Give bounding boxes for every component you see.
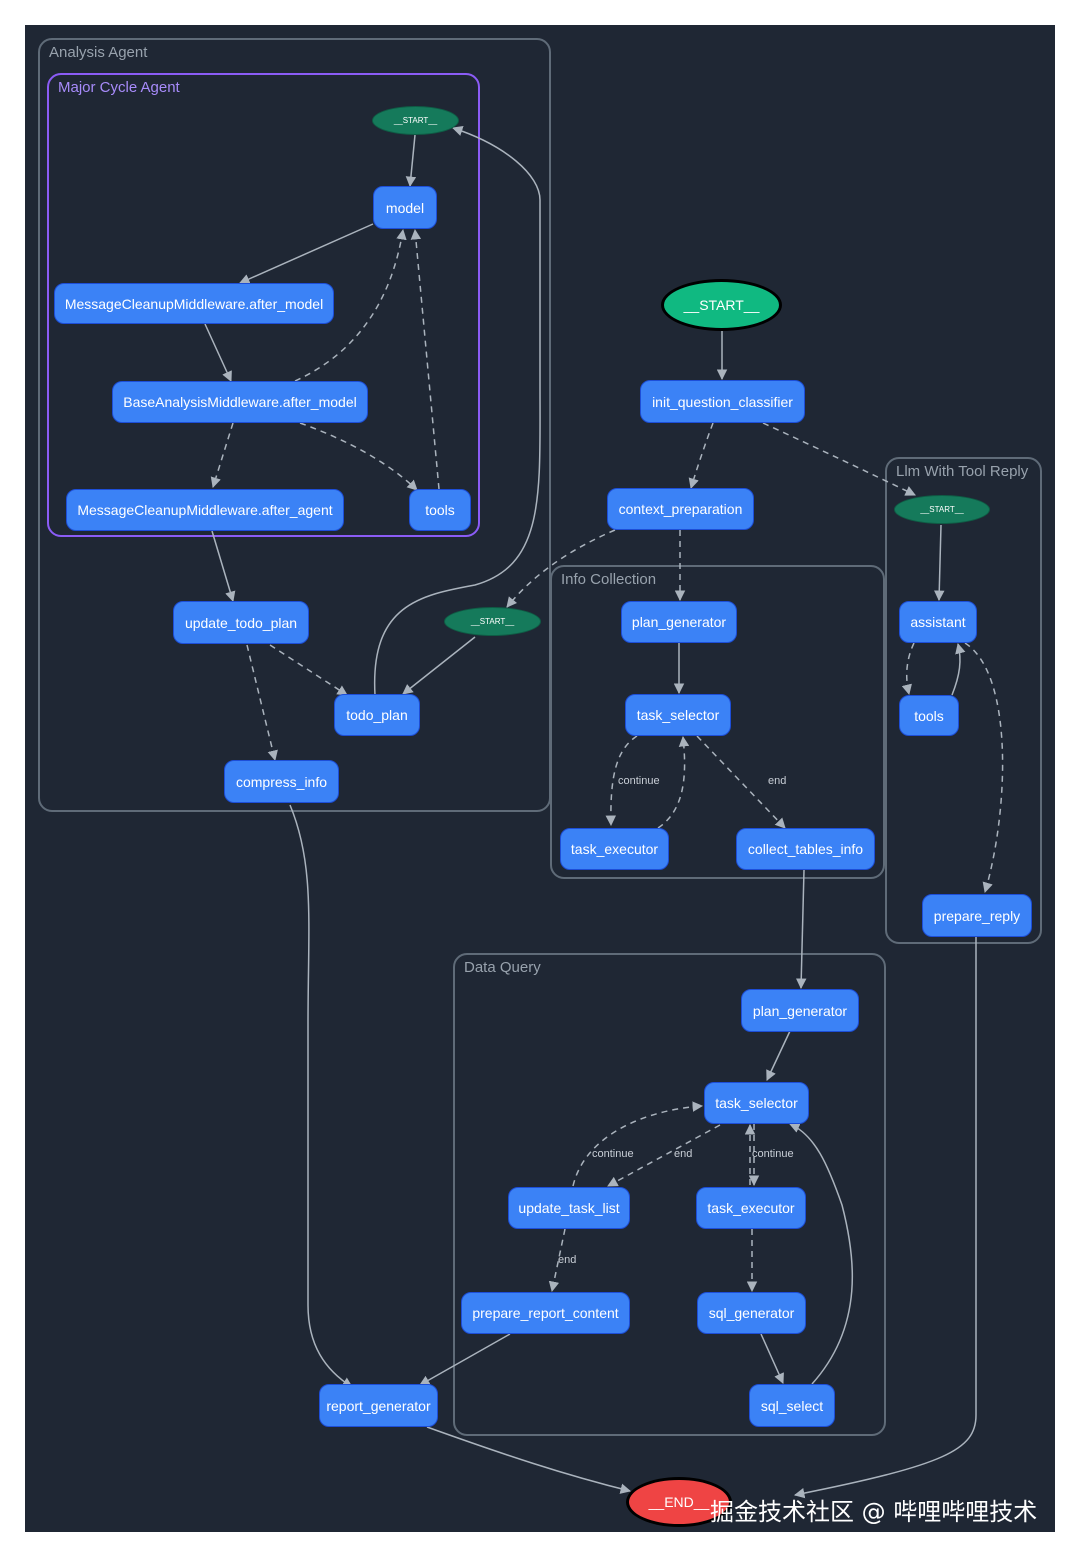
edge-label-dq-end-left: end xyxy=(674,1148,693,1160)
edge-executor-to-selector xyxy=(657,735,690,829)
edge-label-dq-continue-left: continue xyxy=(592,1148,634,1160)
graph-canvas: Analysis Agent Major Cycle Agent Llm Wit… xyxy=(25,25,1055,1532)
message-cleanup-after-agent-node[interactable]: MessageCleanupMiddleware.after_agent xyxy=(66,489,344,531)
model-node[interactable]: model xyxy=(373,186,437,229)
llm-tools-node[interactable]: tools xyxy=(899,695,959,736)
cluster-label: Major Cycle Agent xyxy=(58,79,180,96)
edge-base-to-after-agent xyxy=(210,422,234,489)
start-node[interactable]: __START__ xyxy=(661,279,782,331)
analysis-start-node[interactable]: __START__ xyxy=(444,607,541,636)
cluster-major-cycle-agent: Major Cycle Agent xyxy=(47,73,480,537)
end-node[interactable]: __END__ xyxy=(626,1477,732,1527)
assistant-node[interactable]: assistant xyxy=(899,601,977,643)
init-question-classifier-node[interactable]: init_question_classifier xyxy=(640,380,805,423)
cluster-analysis-agent: Analysis Agent xyxy=(38,38,551,812)
edge-after-agent-to-update xyxy=(211,530,236,603)
edge-context-to-analysis-start xyxy=(506,529,616,608)
major-cycle-start-node[interactable]: __START__ xyxy=(372,106,459,135)
edge-llm-start-to-assistant xyxy=(934,524,945,602)
dq-task-selector-node[interactable]: task_selector xyxy=(704,1082,809,1124)
llm-start-node[interactable]: __START__ xyxy=(894,495,990,524)
watermark-text: 掘金技术社区 @ 哔哩哔哩技术 xyxy=(710,1498,1038,1526)
edge-compress-to-report xyxy=(289,804,353,1388)
edge-analysis-start-to-todo xyxy=(402,636,476,695)
edge-select-to-selector xyxy=(789,1123,854,1385)
info-task-executor-node[interactable]: task_executor xyxy=(560,828,669,870)
todo-plan-node[interactable]: todo_plan xyxy=(334,694,420,736)
cluster-info-collection: Info Collection xyxy=(550,565,885,879)
edges-layer xyxy=(204,125,1004,1499)
base-analysis-after-model-node[interactable]: BaseAnalysisMiddleware.after_model xyxy=(112,381,368,423)
edge-label-dq-continue-right: continue xyxy=(752,1148,794,1160)
edge-model-to-cleanup xyxy=(239,223,374,284)
edge-label-info-end: end xyxy=(768,775,787,787)
dq-plan-generator-node[interactable]: plan_generator xyxy=(741,989,859,1032)
edge-init-to-llm-start xyxy=(762,422,916,496)
edge-collect-to-dq-plan xyxy=(795,869,807,990)
edge-reply-to-end xyxy=(793,937,977,1499)
sql-select-node[interactable]: sql_select xyxy=(749,1384,835,1427)
edge-init-to-context xyxy=(688,422,714,490)
edge-update-list-to-selector xyxy=(572,1101,704,1187)
prepare-report-content-node[interactable]: prepare_report_content xyxy=(461,1292,630,1334)
edge-label-info-continue: continue xyxy=(618,775,660,787)
edge-sql-generator-to-select xyxy=(760,1333,784,1384)
prepare-reply-node[interactable]: prepare_reply xyxy=(922,894,1032,937)
major-tools-node[interactable]: tools xyxy=(409,489,471,531)
report-generator-node[interactable]: report_generator xyxy=(319,1384,438,1427)
edge-cleanup-to-base xyxy=(204,323,232,382)
edge-base-to-tools xyxy=(299,422,418,491)
cluster-label: Analysis Agent xyxy=(49,44,148,61)
edge-todo-to-major-start xyxy=(373,125,541,696)
cluster-label: Llm With Tool Reply xyxy=(896,463,1029,480)
context-preparation-node[interactable]: context_preparation xyxy=(607,488,754,530)
update-todo-plan-node[interactable]: update_todo_plan xyxy=(173,601,309,644)
collect-tables-info-node[interactable]: collect_tables_info xyxy=(736,828,875,870)
edge-update-to-compress xyxy=(246,644,278,762)
compress-info-node[interactable]: compress_info xyxy=(224,760,339,803)
edge-label-dq-end-bottom: end xyxy=(558,1254,577,1266)
edge-dq-plan-to-selector xyxy=(766,1030,791,1081)
edge-assistant-to-reply xyxy=(964,642,1004,894)
message-cleanup-after-model-node[interactable]: MessageCleanupMiddleware.after_model xyxy=(54,283,334,324)
cluster-data-query: Data Query xyxy=(453,953,886,1436)
edge-prepare-to-report xyxy=(419,1333,511,1386)
sql-generator-node[interactable]: sql_generator xyxy=(697,1292,806,1334)
edge-assistant-to-tools xyxy=(901,642,915,696)
edge-tools-to-assistant xyxy=(951,642,966,696)
edge-update-to-todo xyxy=(269,644,348,696)
edge-base-to-model xyxy=(294,228,407,382)
edge-tools-to-model xyxy=(410,228,440,490)
dq-task-executor-node[interactable]: task_executor xyxy=(696,1187,806,1229)
cluster-label: Data Query xyxy=(464,959,541,976)
cluster-llm-with-tool-reply: Llm With Tool Reply xyxy=(885,457,1042,944)
info-plan-generator-node[interactable]: plan_generator xyxy=(621,601,737,643)
edge-major-start-to-model xyxy=(405,134,417,188)
update-task-list-node[interactable]: update_task_list xyxy=(508,1187,630,1229)
edge-report-to-end xyxy=(426,1426,632,1494)
info-task-selector-node[interactable]: task_selector xyxy=(625,694,731,736)
cluster-label: Info Collection xyxy=(561,571,657,588)
